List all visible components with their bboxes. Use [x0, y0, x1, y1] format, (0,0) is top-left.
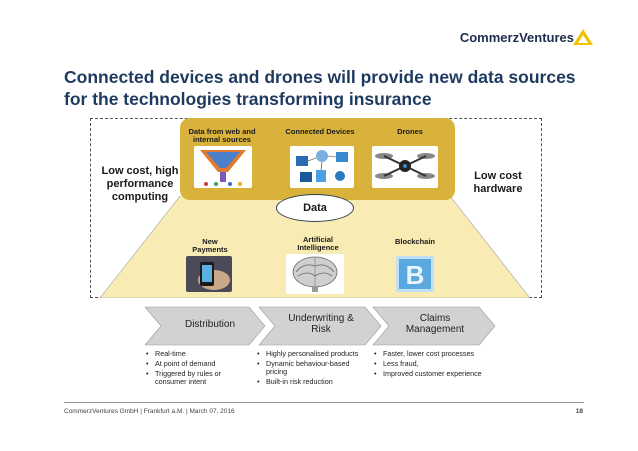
data-hub-ellipse: Data: [276, 194, 354, 222]
source-label-connected-devices: Connected Devices: [285, 127, 355, 136]
underwriting-bullets: Highly personalised products Dynamic beh…: [257, 350, 369, 388]
distribution-bullets: Real-time At point of demand Triggered b…: [146, 350, 242, 388]
mobile-payment-image: [186, 256, 232, 292]
list-item: Built-in risk reduction: [257, 378, 369, 387]
footer-divider: [64, 402, 584, 403]
list-item: Improved customer experience: [374, 370, 494, 379]
commerzventures-logo-icon: [573, 29, 593, 45]
connected-devices-image: [290, 146, 354, 188]
left-label-computing: Low cost, high performance computing: [101, 165, 179, 203]
list-item: Faster, lower cost processes: [374, 350, 494, 359]
drone-image: [372, 146, 438, 188]
tech-label-ai: Artificial Intelligence: [297, 235, 339, 252]
chain-step-underwriting: Underwriting & Risk: [288, 313, 354, 335]
list-item: Dynamic behaviour-based pricing: [257, 360, 369, 376]
slide-title: Connected devices and drones will provid…: [64, 67, 576, 109]
ai-brain-image: [286, 254, 344, 294]
list-item: Real-time: [146, 350, 242, 359]
source-label-web: Data from web and internal sources: [188, 127, 256, 144]
chain-step-distribution: Distribution: [184, 319, 236, 330]
brand-name: CommerzVentures: [459, 30, 574, 45]
data-hub-label: Data: [303, 202, 327, 214]
page-number: 18: [575, 408, 583, 415]
tech-label-payments: New Payments: [192, 237, 228, 254]
chain-step-claims: Claims Management: [405, 313, 465, 335]
footer-text: CommerzVentures GmbH | Frankfurt a.M. | …: [64, 408, 235, 415]
web-data-funnel-image: [194, 146, 252, 188]
list-item: Triggered by rules or consumer intent: [146, 370, 242, 386]
claims-bullets: Faster, lower cost processes Less fraud,…: [374, 350, 494, 380]
value-chain-arrows: [145, 306, 496, 346]
list-item: Highly personalised products: [257, 350, 369, 359]
list-item: At point of demand: [146, 360, 242, 369]
source-label-drones: Drones: [397, 127, 423, 136]
tech-label-blockchain: Blockchain: [394, 237, 435, 246]
list-item: Less fraud,: [374, 360, 494, 369]
svg-text:B: B: [406, 260, 425, 290]
right-label-hardware: Low cost hardware: [473, 170, 523, 195]
blockchain-bitcoin-image: B: [396, 256, 434, 292]
